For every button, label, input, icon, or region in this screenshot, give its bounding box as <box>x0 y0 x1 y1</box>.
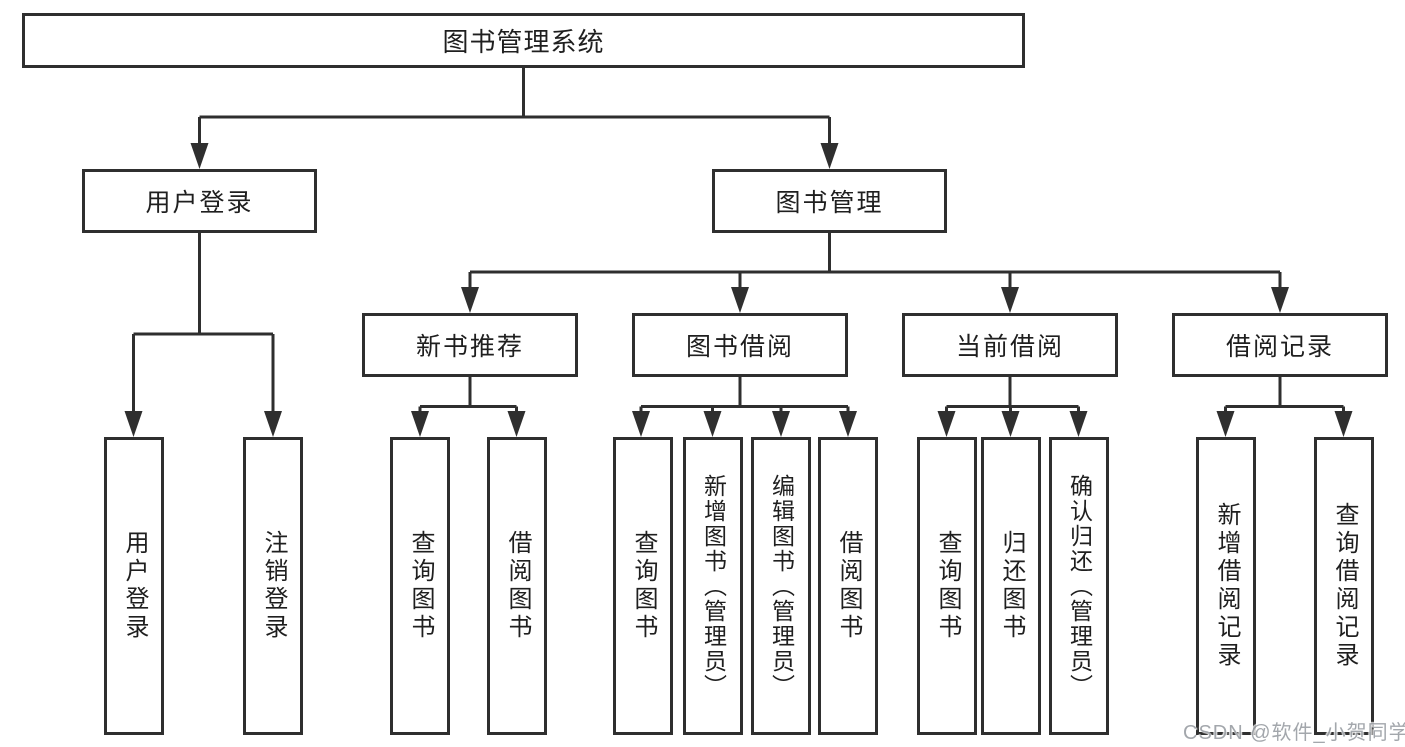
node-user-login: 用户登录 <box>82 169 317 233</box>
leaf-label: 注销登录 <box>260 530 287 642</box>
leaf-label: 归还图书 <box>998 530 1025 642</box>
leaf-label: 新增图书（管理员） <box>700 473 727 699</box>
node-borrow-records: 借阅记录 <box>1172 313 1388 377</box>
leaf-label: 查询借阅记录 <box>1331 502 1358 670</box>
leaf-bb-edit-books-admin: 编辑图书（管理员） <box>751 437 811 735</box>
leaf-label: 确认归还（管理员） <box>1066 473 1093 699</box>
leaf-label: 查询图书 <box>630 530 657 642</box>
leaf-nb-query-books: 查询图书 <box>390 437 450 735</box>
leaf-label: 新增借阅记录 <box>1213 502 1240 670</box>
leaf-label: 编辑图书（管理员） <box>768 473 795 699</box>
leaf-br-add-record: 新增借阅记录 <box>1196 437 1256 735</box>
leaf-label: 查询图书 <box>407 530 434 642</box>
leaf-bb-borrow-books: 借阅图书 <box>818 437 878 735</box>
csdn-watermark: CSDN @软件_小贺同学 <box>1183 722 1405 744</box>
leaf-user-login: 用户登录 <box>104 437 164 735</box>
leaf-nb-borrow-books: 借阅图书 <box>487 437 547 735</box>
leaf-br-query-record: 查询借阅记录 <box>1314 437 1374 735</box>
node-book-borrowing: 图书借阅 <box>632 313 848 377</box>
leaf-cb-return-books: 归还图书 <box>981 437 1041 735</box>
node-new-book-recommend: 新书推荐 <box>362 313 578 377</box>
node-current-borrowing: 当前借阅 <box>902 313 1118 377</box>
leaf-label: 借阅图书 <box>504 530 531 642</box>
node-root-system: 图书管理系统 <box>22 13 1025 68</box>
leaf-cb-confirm-return-admin: 确认归还（管理员） <box>1049 437 1109 735</box>
leaf-label: 用户登录 <box>121 530 148 642</box>
node-book-management: 图书管理 <box>712 169 947 233</box>
leaf-label: 查询图书 <box>934 530 961 642</box>
leaf-bb-query-books: 查询图书 <box>613 437 673 735</box>
leaf-logout: 注销登录 <box>243 437 303 735</box>
leaf-label: 借阅图书 <box>835 530 862 642</box>
arrowheads <box>124 143 1353 437</box>
leaf-bb-add-books-admin: 新增图书（管理员） <box>683 437 743 735</box>
leaf-cb-query-books: 查询图书 <box>917 437 977 735</box>
